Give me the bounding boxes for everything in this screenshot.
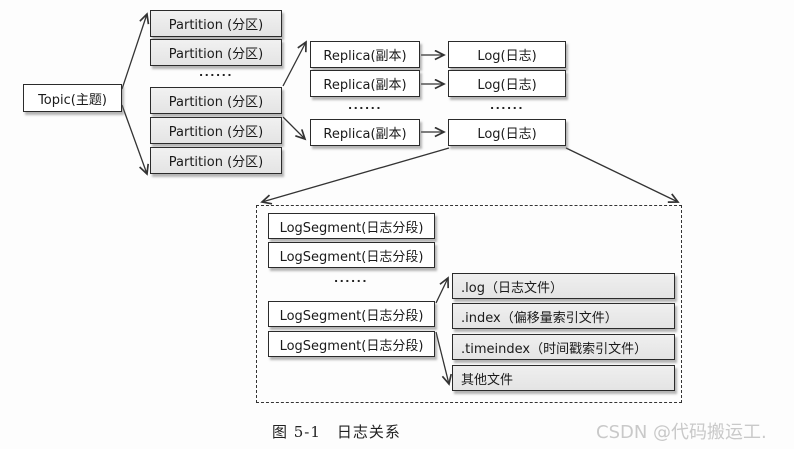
partition-box-1: Partition (分区) <box>150 10 282 37</box>
log-ellipsis: ...... <box>489 99 525 112</box>
replica-box-2: Replica(副本) <box>310 70 420 97</box>
log-detail-dashed-box <box>256 205 682 403</box>
arrow-log3-to-segmentbox-left <box>262 147 450 202</box>
csdn-watermark: CSDN @代码搬运工. <box>596 422 767 443</box>
logsegment-box-1: LogSegment(日志分段) <box>268 213 435 239</box>
file-box-other: 其他文件 <box>452 365 675 391</box>
replica-box-1: Replica(副本) <box>310 41 420 68</box>
partition-box-5: Partition (分区) <box>150 147 282 174</box>
partition-ellipsis: ...... <box>198 66 234 79</box>
arrow-partition-to-replica-1 <box>282 42 306 87</box>
logsegment-box-2: LogSegment(日志分段) <box>268 242 435 268</box>
file-box-index: .index（偏移量索引文件） <box>452 303 675 329</box>
partition-box-2: Partition (分区) <box>150 39 282 66</box>
log-box-2: Log(日志) <box>448 70 566 97</box>
log-box-1: Log(日志) <box>448 41 566 68</box>
logsegment-ellipsis: ...... <box>333 272 369 285</box>
replica-box-3: Replica(副本) <box>310 119 420 146</box>
arrow-partition-to-replica-3 <box>282 116 305 139</box>
file-box-timeindex: .timeindex（时间戳索引文件） <box>452 334 675 360</box>
topic-box: Topic(主题) <box>23 84 122 112</box>
arrow-topic-to-partition-1 <box>121 14 147 90</box>
arrow-log3-to-segmentbox-right <box>565 147 678 202</box>
log-box-3: Log(日志) <box>448 119 566 146</box>
file-box-log: .log（日志文件） <box>452 273 675 299</box>
logsegment-box-4: LogSegment(日志分段) <box>268 331 435 357</box>
arrow-topic-to-partition-5 <box>121 104 147 174</box>
partition-box-4: Partition (分区) <box>150 117 282 144</box>
partition-box-3: Partition (分区) <box>150 87 282 114</box>
logsegment-box-3: LogSegment(日志分段) <box>268 301 435 327</box>
figure-caption: 图 5-1 日志关系 <box>272 423 401 441</box>
replica-ellipsis: ...... <box>347 99 383 112</box>
